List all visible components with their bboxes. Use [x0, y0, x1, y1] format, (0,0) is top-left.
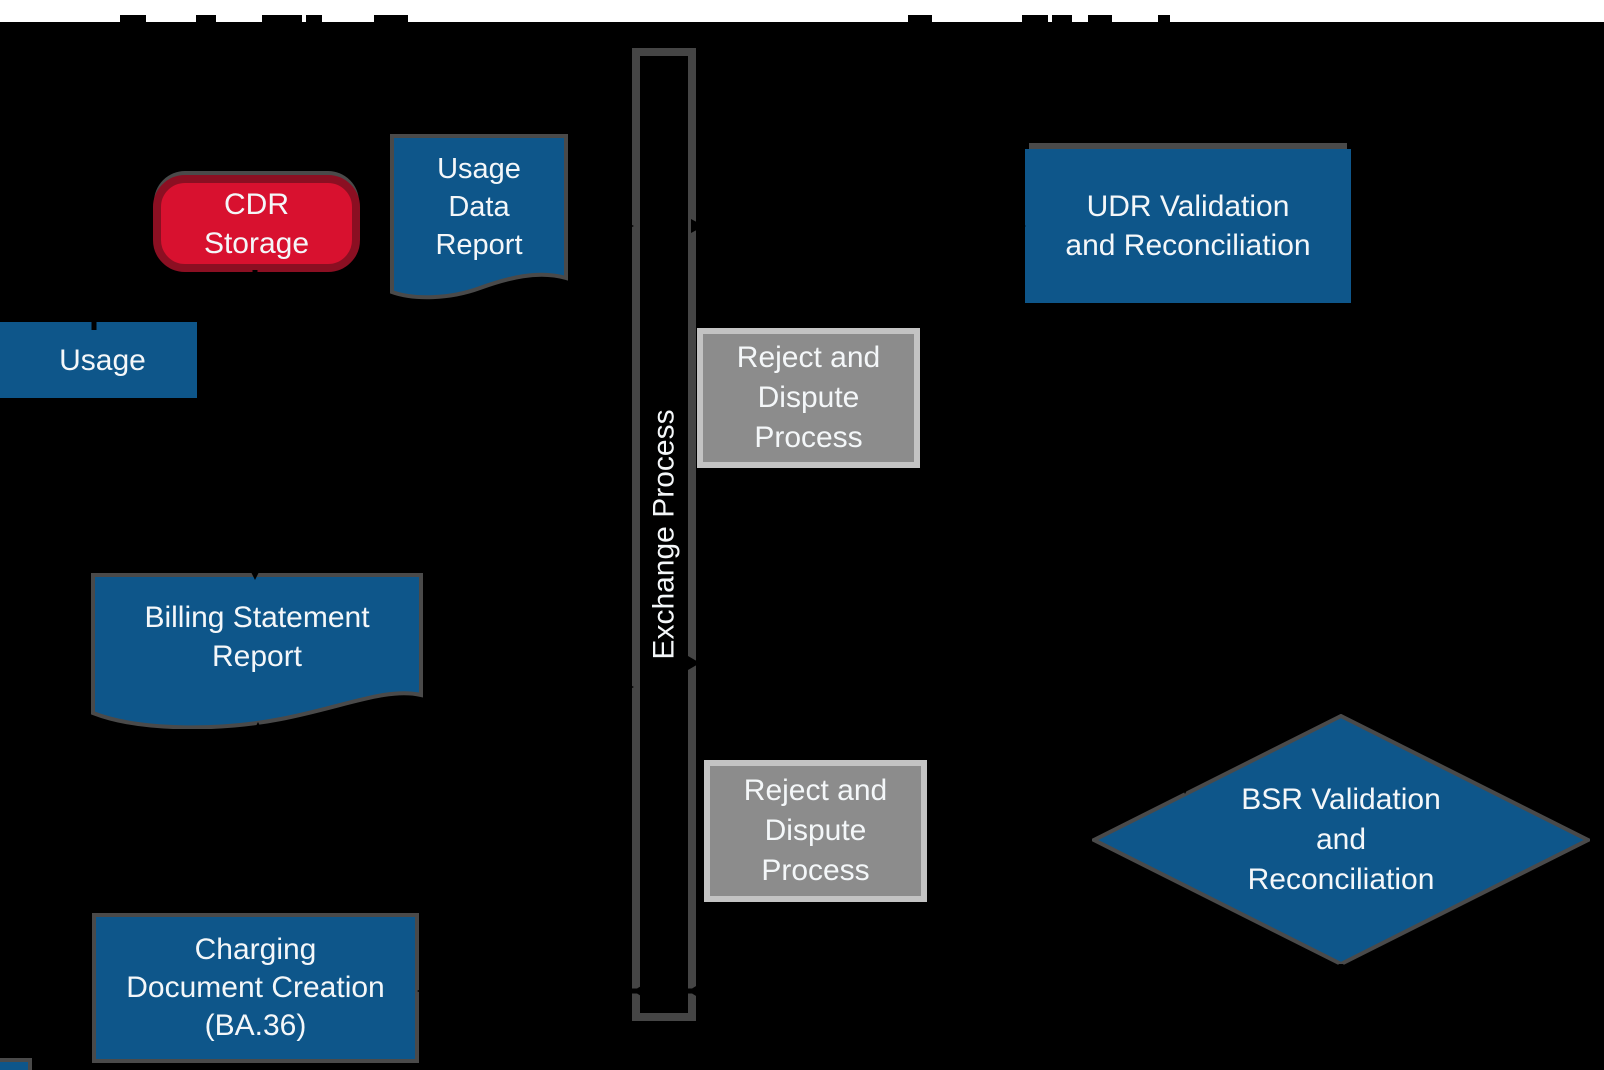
- cdr-storage-label-line2: Storage: [203, 226, 310, 260]
- connector-exchange-to-bsr-validation: [688, 656, 1349, 714]
- cutoff-heading-fragment: [262, 15, 302, 22]
- reject-dispute-bottom-label-line1: Reject and: [743, 774, 888, 807]
- reject-dispute-bottom-label-line2: Dispute: [764, 814, 867, 847]
- usage-data-report-label-line3: Report: [435, 229, 523, 261]
- bsr-validation-label-line1: BSR Validation: [1241, 783, 1441, 816]
- usage-data-report-label-line2: Data: [448, 191, 510, 223]
- reject-dispute-top-label-line1: Reject and: [736, 341, 881, 374]
- charging-document-creation-label-line3: (BA.36): [204, 1009, 307, 1042]
- usage-label: Usage: [59, 343, 146, 377]
- cutoff-heading-fragment: [120, 15, 146, 22]
- connector-bsr-bottom-to-charging: [417, 964, 1344, 999]
- usage-data-report-label-line1: Usage: [437, 153, 521, 185]
- connector-bsr-validation-to-reject-dispute: [927, 830, 1092, 846]
- cutoff-heading-fragment: [398, 15, 408, 22]
- cutoff-heading-fragment: [1158, 15, 1170, 22]
- billing-statement-report-node: Billing Statement Report: [91, 573, 423, 729]
- clipped-corner-node: [0, 1058, 32, 1070]
- cdr-storage-label-line1: CDR: [224, 187, 289, 221]
- reject-dispute-top-label-line2: Dispute: [757, 381, 860, 414]
- document-shape: [390, 134, 568, 300]
- reject-dispute-bottom-node: Reject and Dispute Process: [704, 760, 927, 902]
- charging-document-creation-node: Charging Document Creation (BA.36): [92, 913, 419, 1063]
- udr-validation-node: UDR Validation and Reconciliation: [1025, 143, 1351, 303]
- exchange-process-bar: Exchange Process: [632, 48, 696, 1021]
- billing-statement-report-label-line1: Billing Statement: [144, 601, 370, 634]
- cdr-storage-node: CDR Storage: [153, 175, 360, 272]
- top-banner: [0, 0, 1604, 22]
- reject-dispute-bottom-label-line3: Process: [761, 854, 870, 887]
- connector-cdr-to-billing-statement: [247, 270, 263, 580]
- connector-cdr-to-usage-data-report: [360, 219, 390, 235]
- bsr-validation-node: BSR Validation and Reconciliation: [1092, 714, 1590, 966]
- udr-validation-label-line1: UDR Validation: [1086, 190, 1290, 223]
- cutoff-heading-fragment: [1022, 15, 1048, 22]
- reject-dispute-top-label-line3: Process: [754, 421, 863, 454]
- connector-exchange-to-udr-validation: [691, 218, 1026, 234]
- udr-validation-label-line2: and Reconciliation: [1065, 229, 1311, 262]
- usage-data-report-node: Usage Data Report: [390, 134, 568, 302]
- connector-billing-statement-to-exchange: [423, 679, 634, 695]
- document-shape: [91, 573, 423, 729]
- reject-dispute-top-node: Reject and Dispute Process: [697, 328, 920, 468]
- cutoff-heading-fragment: [196, 15, 216, 22]
- connector-charging-to-billing-statement: [250, 722, 266, 913]
- charging-document-creation-label-line1: Charging: [194, 933, 317, 966]
- cutoff-heading-fragment: [1088, 15, 1112, 22]
- connector-usage-to-cdr: [91, 218, 153, 330]
- billing-statement-report-label-line2: Report: [211, 640, 303, 673]
- cutoff-heading-fragment: [908, 15, 932, 22]
- bsr-validation-label-line2: and: [1315, 823, 1367, 856]
- cutoff-heading-fragment: [1052, 15, 1072, 22]
- cutoff-heading-fragment: [306, 15, 322, 22]
- cutoff-heading-fragment: [374, 15, 400, 22]
- exchange-process-label: Exchange Process: [647, 409, 681, 660]
- bsr-validation-label-line3: Reconciliation: [1247, 863, 1435, 896]
- connector-usage-data-report-to-exchange: [568, 218, 634, 234]
- usage-node: Usage: [0, 322, 197, 398]
- charging-document-creation-label-line2: Document Creation: [126, 971, 385, 1004]
